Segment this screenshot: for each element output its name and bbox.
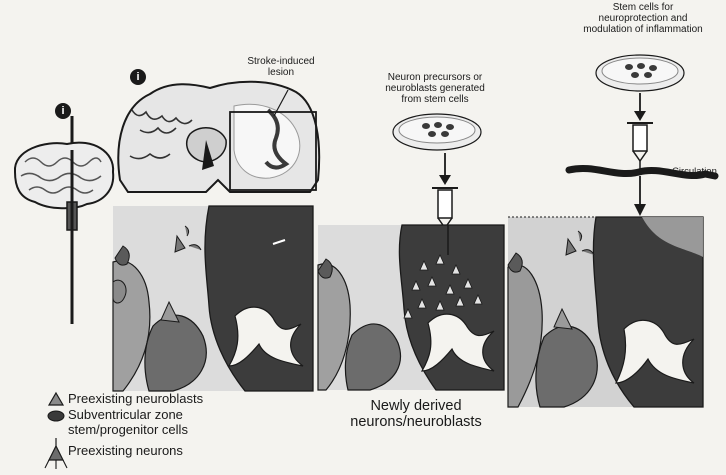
circulation-label: Circulation bbox=[672, 166, 726, 177]
stroke-lesion-label-line2: lesion bbox=[238, 67, 324, 78]
legend-item-neuroblasts: Preexisting neuroblasts bbox=[68, 392, 203, 406]
center-caption-line2: neurons/neuroblasts bbox=[318, 414, 514, 430]
neuron-precursors-label-line1: Neuron precursors or bbox=[370, 72, 500, 83]
arrow-dish-to-syringe-2 bbox=[630, 93, 650, 123]
whole-brain-illustration bbox=[5, 110, 125, 340]
legend-svz-cell-icon bbox=[47, 410, 65, 422]
stroke-lesion-label: Stroke-induced lesion bbox=[238, 56, 324, 78]
stem-cells-label: Stem cells for neuroprotection and modul… bbox=[578, 2, 708, 35]
tissue-panel-transplant bbox=[318, 225, 504, 390]
legend-item-svz-line1: Subventricular zone bbox=[68, 408, 183, 422]
stem-cells-label-line2: neuroprotection and bbox=[578, 13, 708, 24]
stroke-lesion-label-line1: Stroke-induced bbox=[238, 56, 324, 67]
center-caption-line1: Newly derived bbox=[318, 398, 514, 414]
neuron-precursors-label-line3: from stem cells bbox=[370, 94, 500, 105]
stem-cells-label-line3: modulation of inflammation bbox=[578, 24, 708, 35]
neuron-precursors-label: Neuron precursors or neuroblasts generat… bbox=[370, 72, 500, 105]
culture-dish-neuron-precursors bbox=[392, 112, 482, 152]
neuron-precursors-label-line2: neuroblasts generated bbox=[370, 83, 500, 94]
arrow-dish-to-syringe-1 bbox=[435, 153, 455, 187]
arrow-circulation-to-tissue bbox=[630, 176, 650, 218]
legend-item-svz-line2: stem/progenitor cells bbox=[68, 423, 188, 437]
coronal-brain-slice bbox=[110, 70, 325, 200]
legend-neuroblast-icon bbox=[48, 392, 64, 406]
tissue-panel-endogenous bbox=[113, 206, 313, 391]
legend-neuron-icon bbox=[45, 438, 67, 470]
center-caption: Newly derived neurons/neuroblasts bbox=[318, 398, 514, 430]
legend-item-neurons: Preexisting neurons bbox=[68, 444, 183, 458]
stem-cells-label-line1: Stem cells for bbox=[578, 2, 708, 13]
tissue-panel-systemic bbox=[508, 217, 703, 407]
culture-dish-stem-cells bbox=[595, 53, 685, 93]
